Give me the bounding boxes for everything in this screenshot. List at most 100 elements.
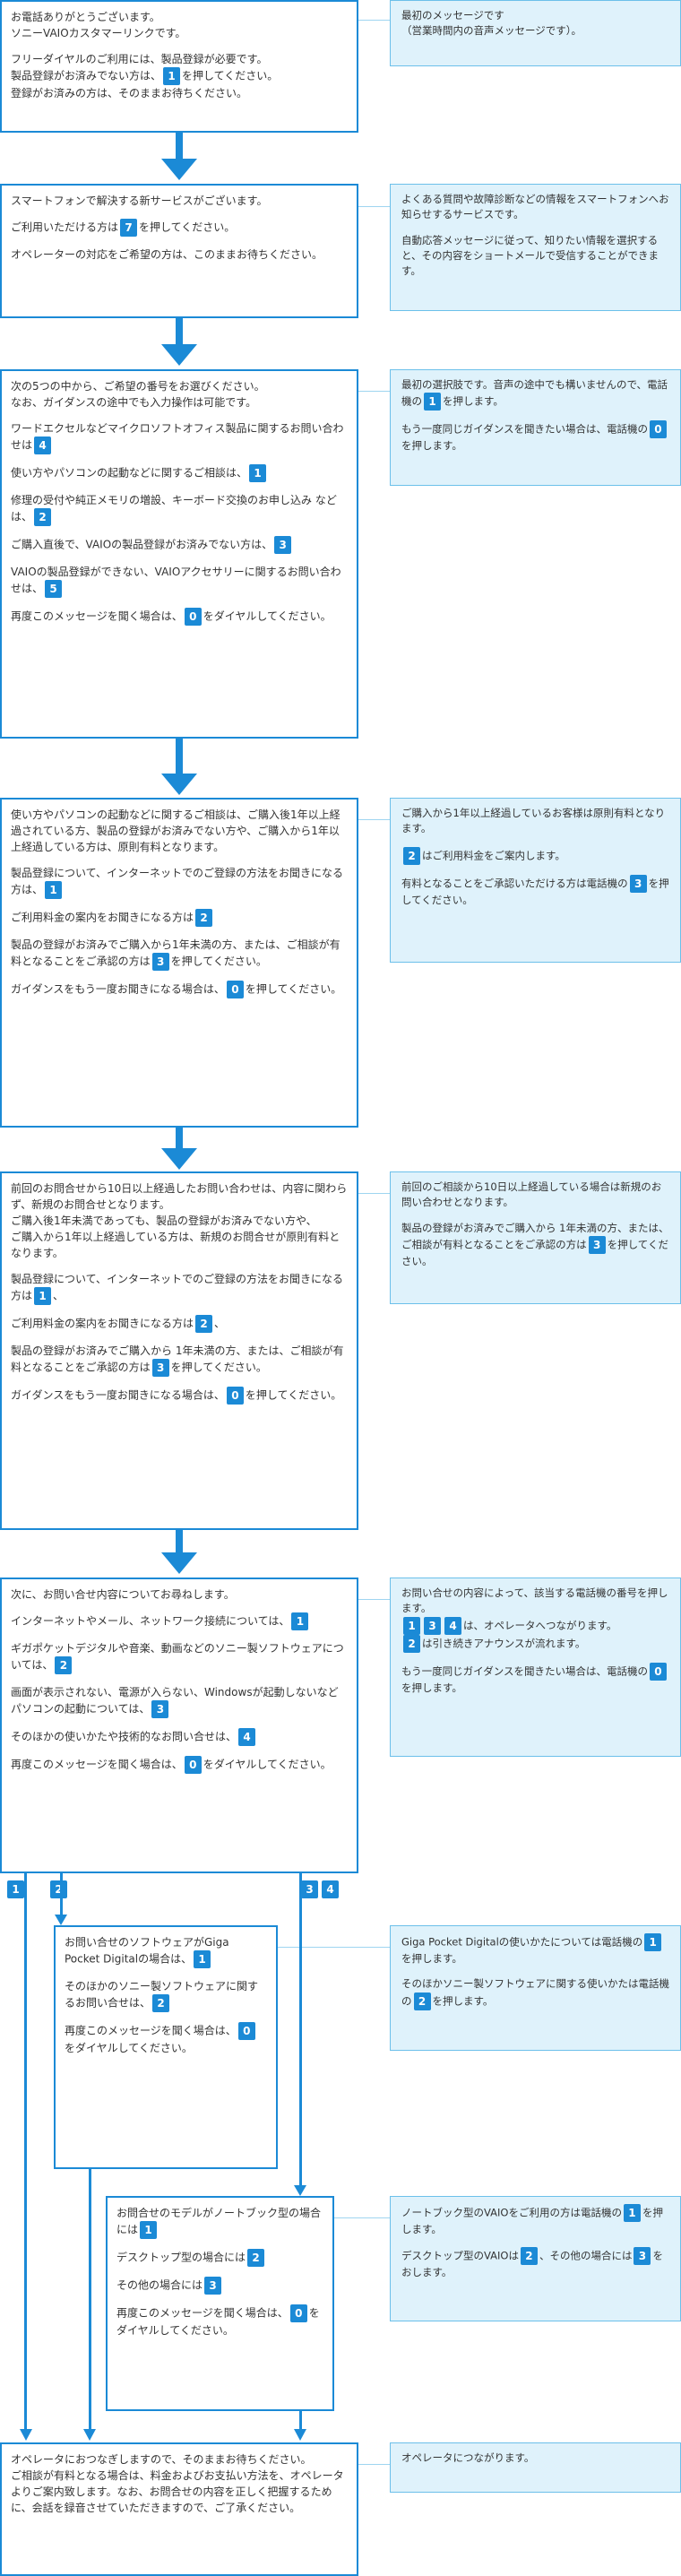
guidance-text: お問い合せのソフトウェアがGiga Pocket Digitalの場合は、1	[65, 1934, 267, 1968]
text-segment: デスクトップ型のVAIOは	[401, 2249, 519, 2262]
text-segment: 、	[214, 1317, 226, 1330]
text-segment: なお、ガイダンスの途中でも入力操作は可能です。	[11, 396, 257, 409]
keypad-1-icon: 1	[403, 1616, 420, 1635]
text-segment: を押します。	[401, 1952, 462, 1965]
keypad-1-icon: 1	[291, 1612, 309, 1630]
text-segment: デスクトップ型の場合には	[116, 2251, 246, 2264]
keypad-1-icon: 1	[424, 393, 441, 411]
text-segment: をおします。	[401, 2249, 663, 2279]
connector-line	[358, 819, 390, 820]
step-box-main-menu: 次の5つの中から、ご希望の番号をお選びください。なお、ガイダンスの途中でも入力操…	[0, 369, 358, 739]
guidance-text: そのほかのソニー製ソフトウェアに関するお問い合せは、2	[65, 1978, 267, 2012]
guidance-text: オペレータにおつなぎしますので、そのままお待ちください。ご相談が有料となる場合は…	[11, 2451, 348, 2516]
flow-arrow-shaft	[176, 318, 183, 345]
guidance-text: そのほかの使いかたや技術的なお問い合せは、4	[11, 1728, 348, 1746]
flow-arrow-shaft	[176, 739, 183, 774]
text-segment: その他の場合には	[116, 2278, 203, 2292]
connector-line	[358, 206, 390, 207]
guidance-text: オペレータにつながります。	[401, 2451, 669, 2466]
text-segment: そのほかの使いかたや技術的なお問い合せは、	[11, 1730, 237, 1743]
guidance-text: よくある質問や故障診断などの情報をスマートフォンへお知らせするサービスです。	[401, 192, 669, 223]
text-segment: 製品の登録がお済みでご購入から 1年未満の方、または、ご相談が有料となることをご…	[401, 1221, 669, 1251]
guidance-text: 製品の登録がお済みでご購入から 1年未満の方、または、ご相談が有料となることをご…	[401, 1221, 669, 1270]
keypad-0-icon: 0	[184, 1756, 202, 1774]
guidance-text: 製品の登録がお済みでご購入から 1年未満の方、または、ご相談が有料となることをご…	[11, 1343, 348, 1377]
connector-line	[278, 1947, 390, 1948]
text-segment: 次の5つの中から、ご希望の番号をお選びください。	[11, 380, 265, 393]
guidance-text: 製品登録について、インターネットでのご登録の方法をお聞きになる方は、1	[11, 865, 348, 899]
guidance-text: VAIOの製品登録ができない、VAIOアクセサリーに関するお問い合わせは、5	[11, 564, 348, 598]
text-segment: ソニーVAIOカスタマーリンクです。	[11, 27, 186, 39]
text-segment: お電話ありがとうございます。	[11, 11, 160, 23]
text-segment: フリーダイヤルのご利用には、製品登録が必要です。	[11, 53, 268, 65]
keypad-2-icon: 2	[152, 1994, 170, 2012]
keypad-1-icon: 1	[45, 881, 63, 899]
step-box-new-inquiry: 前回のお問合せから10日以上経過したお問い合わせは、内容に関わらず、新規のお問合…	[0, 1171, 358, 1530]
guidance-text: 前回のお問合せから10日以上経過したお問い合わせは、内容に関わらず、新規のお問合…	[11, 1180, 348, 1261]
text-segment: オペレーターの対応をご希望の方は、このままお待ちください。	[11, 248, 323, 261]
keypad-2-icon: 2	[403, 846, 420, 865]
text-segment: を押します。	[432, 1994, 494, 2007]
flow-arrow-shaft	[176, 133, 183, 160]
text-segment: そのほかのソニー製ソフトウェアに関するお問い合せは、	[65, 1980, 259, 2010]
text-segment: を押します。	[401, 2206, 663, 2236]
text-segment: お問合せのモデルがノートブック型の場合には	[116, 2207, 322, 2236]
keypad-7-icon: 7	[120, 219, 138, 237]
text-segment: 自動応答メッセージに従って、知りたい情報を選択すると、その内容をショートメールで…	[401, 233, 659, 278]
text-segment: 最初の選択肢です。音声の途中でも構いませんので、電話機の	[401, 378, 668, 408]
text-segment: 登録がお済みの方は、そのままお待ちください。	[11, 87, 248, 99]
keypad-3-icon: 3	[204, 2277, 222, 2295]
text-segment: 有料となることをご承認いただける方は電話機の	[401, 877, 628, 889]
text-segment: オペレータにおつなぎしますので、そのままお待ちください。	[11, 2453, 312, 2466]
keypad-4-icon: 4	[444, 1616, 461, 1635]
text-segment: 前回のご相談から10日以上経過している場合は新規のお問い合わせとなります。	[401, 1180, 662, 1209]
guidance-text: 使い方やパソコンの起動などに関するご相談は、1	[11, 464, 348, 482]
text-segment: ご購入から1年以上経過している方は、新規のお問合せが原則有料となります。	[11, 1231, 340, 1259]
text-segment: を押します。	[401, 439, 462, 453]
text-segment: を押します。	[401, 1681, 462, 1694]
guidance-text: 次に、お問い合せ内容についてお尋ねします。	[11, 1586, 348, 1603]
text-segment: 製品登録について、インターネットでのご登録の方法をお聞きになる方は、	[11, 867, 344, 896]
text-segment: を押してください。	[170, 1361, 267, 1374]
text-segment: 、その他の場合には	[539, 2249, 633, 2262]
keypad-3-icon: 3	[301, 1880, 318, 1898]
keypad-1-icon: 1	[7, 1880, 24, 1898]
keypad-3-icon: 3	[151, 1700, 169, 1718]
text-segment: ご利用料金の案内をお聞きになる方は	[11, 911, 194, 924]
text-segment: ご購入直後で、VAIOの製品登録がお済みでない方は、	[11, 538, 273, 551]
branch-line-2	[60, 1873, 63, 1916]
keypad-3-icon: 3	[151, 1359, 169, 1377]
keypad-3-icon: 3	[588, 1235, 606, 1254]
keypad-0-icon: 0	[649, 420, 667, 439]
step-box-operator: オペレータにおつなぎしますので、そのままお待ちください。ご相談が有料となる場合は…	[0, 2442, 358, 2576]
keypad-2-icon: 2	[195, 909, 213, 927]
flow-arrow-head	[161, 1148, 197, 1170]
text-segment: をダイヤルしてください。	[116, 2306, 320, 2338]
text-segment: もう一度同じガイダンスを聞きたい場合は、電話機の	[401, 1664, 648, 1677]
text-segment: 再度このメッセージを聞く場合は、	[11, 609, 183, 623]
text-segment: ご相談が有料となる場合は、料金およびお支払い方法を、オペレータよりご案内致します…	[11, 2469, 344, 2514]
keypad-3-icon: 3	[151, 953, 169, 971]
flow-arrow-shaft	[176, 1128, 183, 1149]
step-box-inquiry-type: 次に、お問い合せ内容についてお尋ねします。インターネットやメール、ネットワーク接…	[0, 1578, 358, 1873]
text-segment: ガイダンスをもう一度お聞きになる場合は、	[11, 982, 225, 996]
connector-line	[358, 20, 390, 21]
note-operator: オペレータにつながります。	[390, 2442, 681, 2493]
text-segment: インターネットやメール、ネットワーク接続については、	[11, 1614, 290, 1628]
text-segment: 前回のお問合せから10日以上経過したお問い合わせは、内容に関わらず、新規のお問合…	[11, 1182, 348, 1211]
text-segment: 再度このメッセージを聞く場合は、	[65, 2024, 237, 2037]
keypad-1-icon: 1	[249, 464, 267, 482]
text-segment: 使い方やパソコンの起動などに関するご相談は、	[11, 466, 248, 480]
keypad-2-icon: 2	[34, 508, 52, 526]
keypad-1-icon: 1	[163, 67, 181, 85]
